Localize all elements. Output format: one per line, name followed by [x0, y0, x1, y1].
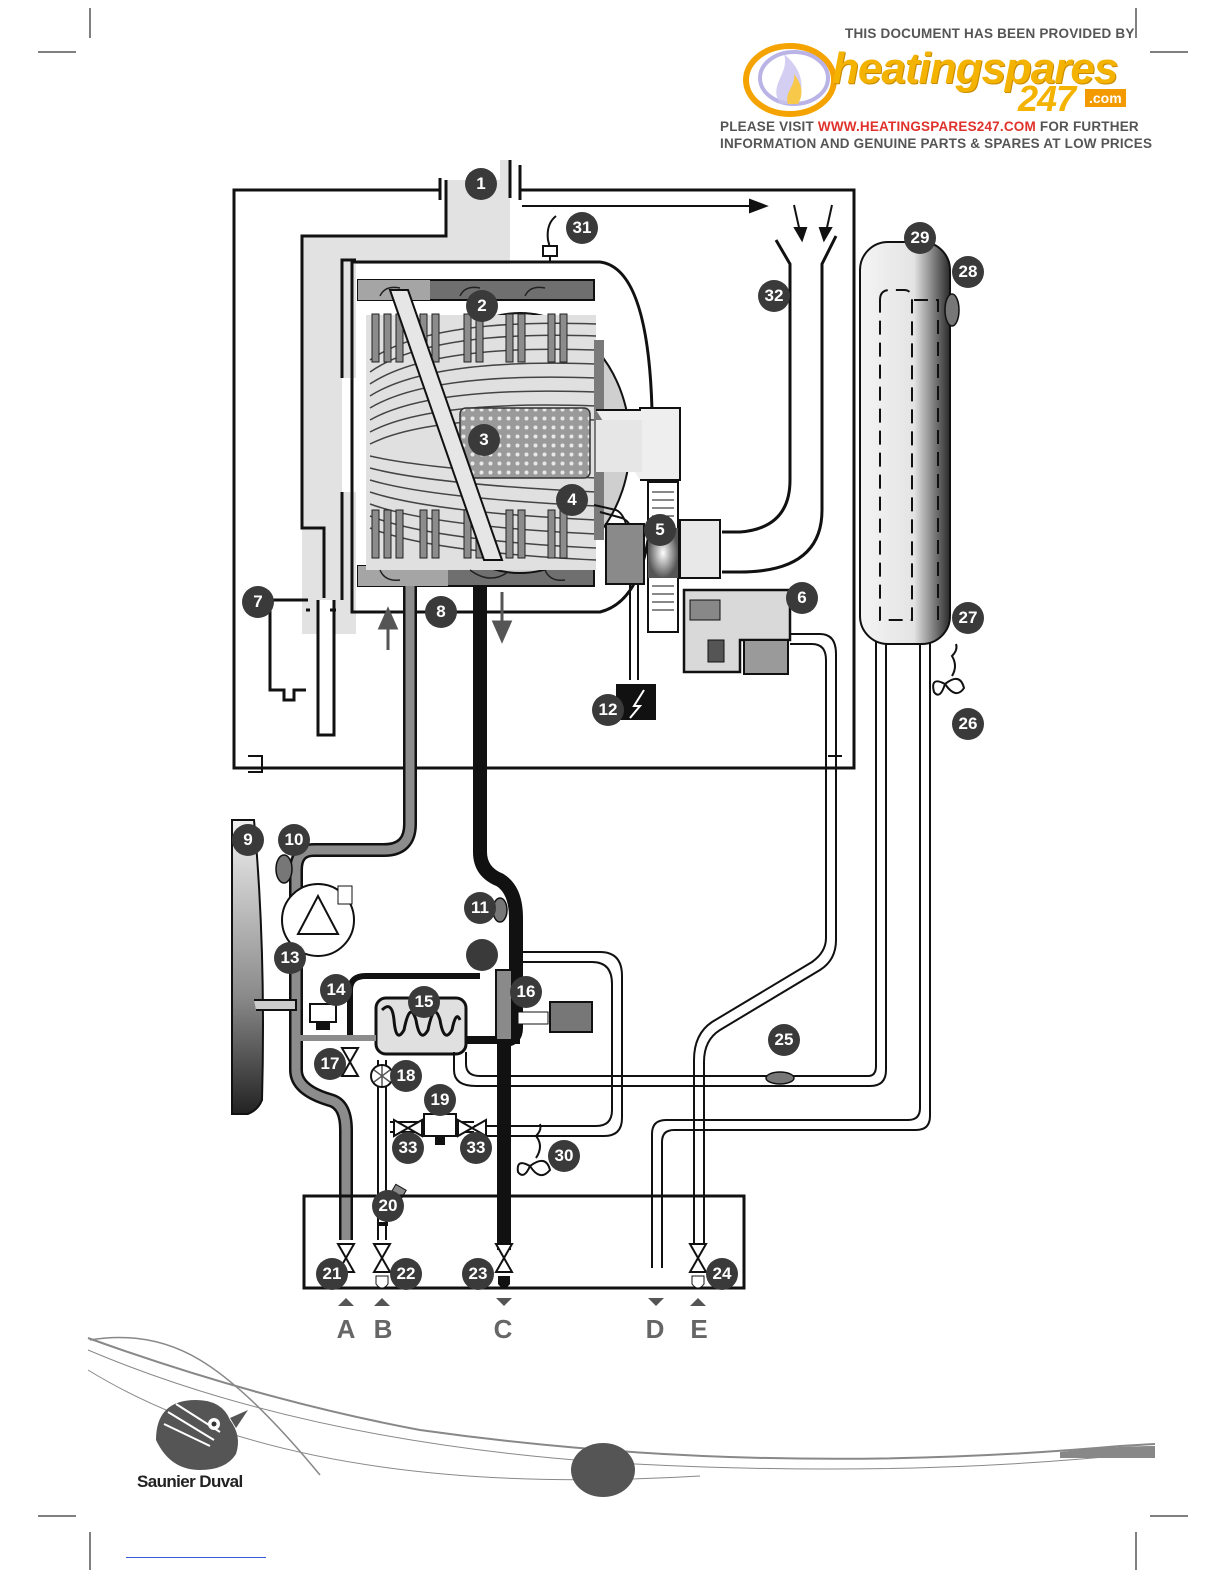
callout-6: 6: [786, 582, 818, 614]
callout-26: 26: [952, 708, 984, 740]
connection-arrows: [338, 1298, 706, 1306]
callout-25: 25: [768, 1024, 800, 1056]
callout-15: 15: [408, 986, 440, 1018]
callout-22: 22: [390, 1258, 422, 1290]
callout-16: 16: [510, 976, 542, 1008]
callout-7: 7: [242, 586, 274, 618]
callout-9: 9: [232, 824, 264, 856]
callout-32: 32: [758, 280, 790, 312]
callout-31: 31: [566, 212, 598, 244]
callout-18: 18: [390, 1060, 422, 1092]
callout-21: 21: [316, 1258, 348, 1290]
connection-block: [304, 1196, 744, 1288]
callout-28: 28: [952, 256, 984, 288]
connection-label-a: A: [331, 1314, 361, 1345]
callout-5: 5: [644, 514, 676, 546]
callout-33: 33: [392, 1132, 424, 1164]
callout-1: 1: [465, 168, 497, 200]
callout-2: 2: [466, 290, 498, 322]
callout-30: 30: [548, 1140, 580, 1172]
connection-label-b: B: [368, 1314, 398, 1345]
callout-19: 19: [424, 1084, 456, 1116]
diverter-valve: [496, 970, 592, 1040]
gas-supply-pipe: [694, 634, 836, 1246]
callout-3: 3: [468, 424, 500, 456]
callout-4: 4: [556, 484, 588, 516]
tap-icons: [518, 644, 964, 1175]
callout-17: 17: [314, 1048, 346, 1080]
callout-8: 8: [425, 596, 457, 628]
callout-14: 14: [320, 974, 352, 1006]
callout-13: 13: [274, 942, 306, 974]
callout-11: 11: [464, 892, 496, 924]
unlabeled-marker: [466, 939, 498, 971]
page-number-badge: [571, 1443, 635, 1497]
crop-marks: [38, 8, 1188, 1570]
callout-10: 10: [278, 824, 310, 856]
connection-label-d: D: [640, 1314, 670, 1345]
connection-label-c: C: [488, 1314, 518, 1345]
saunier-duval-logo: [156, 1400, 248, 1470]
callout-23: 23: [462, 1258, 494, 1290]
gas-valve-assembly: [648, 482, 790, 674]
callout-12: 12: [592, 694, 624, 726]
overheat-sensor: [543, 216, 557, 262]
connection-label-e: E: [684, 1314, 714, 1345]
callout-20: 20: [372, 1190, 404, 1222]
link-underline: [126, 1557, 266, 1558]
storage-cylinder: [860, 242, 950, 644]
pressure-gauge: [310, 1004, 336, 1030]
callout-24: 24: [706, 1258, 738, 1290]
callout-33: 33: [460, 1132, 492, 1164]
callout-27: 27: [952, 602, 984, 634]
brand-name: Saunier Duval: [137, 1472, 243, 1492]
callout-29: 29: [904, 222, 936, 254]
